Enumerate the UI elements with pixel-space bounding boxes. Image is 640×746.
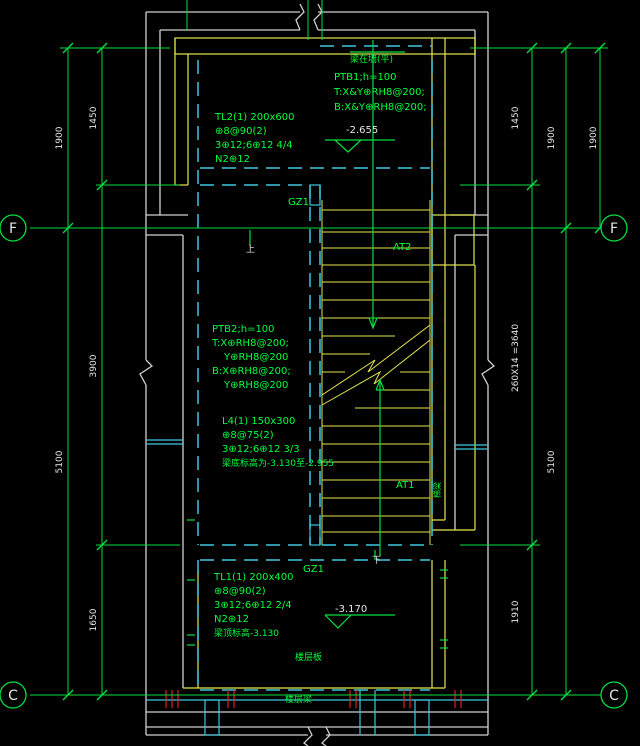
dim-right-mid-bottom: 5100 — [547, 450, 557, 473]
at2-label: AT2 — [393, 242, 412, 253]
tl1-line-5: 梁顶标高-3.130 — [214, 627, 279, 639]
dim-left-outer-bottom: 5100 — [55, 450, 65, 473]
tl1-line-2: ⊕8@90(2) — [214, 586, 266, 597]
at1-side-label: 梯梁 — [432, 482, 442, 498]
rebar-ticks-red — [165, 690, 462, 708]
grid-label-c-left: C — [8, 688, 18, 704]
mark-up-label: 上 — [246, 244, 255, 255]
outer-walls — [139, 3, 496, 746]
ptb1-t: T:X&Y⊕RH8@200; — [333, 87, 425, 98]
slab-dashed-cyan — [197, 45, 433, 691]
gz1-bottom-label: GZ1 — [303, 564, 324, 575]
dim-right-inner-1: 1450 — [511, 106, 521, 129]
l4-line-2: ⊕8@75(2) — [222, 430, 274, 441]
grid-label-f-right: F — [610, 221, 618, 237]
tl2-line-1: TL2(1) 200x600 — [214, 112, 294, 123]
ptb1-b: B:X&Y⊕RH8@200; — [334, 102, 427, 113]
tl1-line-3: 3⊕12;6⊕12 2/4 — [214, 600, 292, 611]
dim-right-inner-stair: 260X14 =3640 — [511, 324, 521, 392]
beam-note: 楼层梁 — [285, 693, 312, 705]
grid-bubble-c-left[interactable]: C — [0, 681, 27, 709]
tl1-line-4: N2⊕12 — [214, 614, 249, 625]
dim-left-outer-top: 1900 — [55, 126, 65, 149]
elevation-top: -2.655 — [346, 125, 378, 136]
cyan-details — [146, 184, 488, 736]
l4-line-4: 梁底标高为-3.130至-2.955 — [222, 457, 334, 469]
annotation-lines — [187, 40, 448, 649]
mark-down-label: 下 — [372, 556, 381, 566]
grid-bubble-c-right[interactable]: C — [600, 681, 628, 709]
l4-line-1: L4(1) 150x300 — [222, 416, 295, 427]
grid-label-f-left: F — [9, 221, 17, 237]
stair-treads — [321, 200, 431, 545]
ptb2-t1: T:X⊕RH8@200; — [211, 338, 289, 349]
ptb2-b2: Y⊕RH8@200 — [223, 380, 288, 391]
ptb1-title: 梁在墙(平) — [350, 53, 393, 65]
ptb2-t2: Y⊕RH8@200 — [223, 352, 288, 363]
grid-bubble-f-right[interactable]: F — [600, 214, 628, 242]
ptb1-h: PTB1;h=100 — [334, 72, 397, 83]
annotation-texts: 梁在墙(平) PTB1;h=100 T:X&Y⊕RH8@200; B:X&Y⊕R… — [211, 53, 442, 705]
dim-left-inner-3: 1650 — [89, 608, 99, 631]
dimension-texts: 1900 5100 1450 3900 1650 1450 260X14 =36… — [55, 106, 599, 631]
dim-right-inner-3: 1910 — [511, 600, 521, 623]
slab-note: 楼层板 — [295, 651, 322, 663]
dim-right-outer-top: 1900 — [589, 126, 599, 149]
dim-right-mid-top: 1900 — [547, 126, 557, 149]
ptb2-h: PTB2;h=100 — [212, 324, 275, 335]
elevation-bottom: -3.170 — [335, 604, 367, 615]
dim-left-inner-1: 1450 — [89, 106, 99, 129]
tl2-line-4: N2⊕12 — [215, 154, 250, 165]
dim-left-inner-2: 3900 — [89, 354, 99, 377]
ptb2-b1: B:X⊕RH8@200; — [212, 366, 291, 377]
dimension-lines — [30, 0, 610, 696]
grid-label-c-right: C — [609, 688, 619, 704]
tl2-line-2: ⊕8@90(2) — [215, 126, 267, 137]
tl1-line-1: TL1(1) 200x400 — [213, 572, 293, 583]
dimension-ticks — [62, 42, 606, 701]
grid-bubble-f-left[interactable]: F — [0, 214, 27, 242]
tl2-line-3: 3⊕12;6⊕12 4/4 — [215, 140, 293, 151]
l4-line-3: 3⊕12;6⊕12 3/3 — [222, 444, 300, 455]
at1-label: AT1 — [396, 480, 415, 491]
gz1-top-label: GZ1 — [288, 197, 309, 208]
